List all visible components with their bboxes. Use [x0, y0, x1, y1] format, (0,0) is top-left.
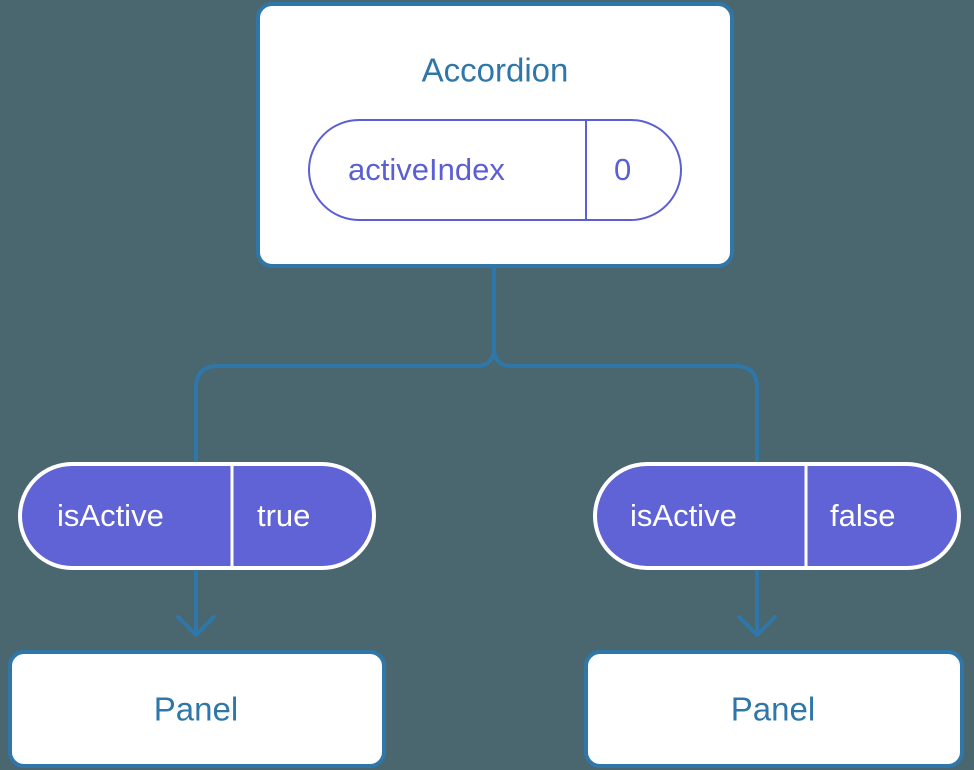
prop-pill-is-active-true-value: true: [257, 498, 310, 533]
prop-pill-active-index-value: 0: [614, 152, 631, 187]
arrow-left-branch-to-panel: [176, 570, 216, 637]
prop-pill-is-active-false-bg: [593, 462, 961, 570]
panel-card-right-bg: [584, 650, 964, 768]
connector-accordion-to-branches: [194, 264, 759, 464]
panel-card-right-title: Panel: [731, 691, 815, 728]
left-branch-group: isActive true Panel: [8, 462, 386, 768]
prop-pill-is-active-false-value: false: [830, 498, 895, 533]
panel-card-right[interactable]: Panel: [584, 650, 964, 768]
accordion-card-title: Accordion: [422, 52, 569, 89]
arrow-right-head: [737, 615, 777, 637]
arrow-right-branch-to-panel: [737, 570, 777, 637]
prop-pill-is-active-false[interactable]: isActive false: [593, 462, 961, 570]
prop-pill-is-active-true-key: isActive: [57, 498, 164, 533]
prop-pill-is-active-true[interactable]: isActive true: [18, 462, 376, 570]
panel-card-left-bg: [8, 650, 386, 768]
right-branch-group: isActive false Panel: [584, 462, 964, 768]
prop-pill-active-index-bg: [308, 119, 682, 221]
accordion-card[interactable]: Accordion activeIndex 0: [256, 2, 734, 268]
panel-card-left[interactable]: Panel: [8, 650, 386, 768]
prop-pill-is-active-false-key: isActive: [630, 498, 737, 533]
prop-pill-is-active-true-bg: [18, 462, 376, 570]
arrow-left-head: [176, 615, 216, 637]
panel-card-left-title: Panel: [154, 691, 238, 728]
connector-group: [194, 264, 759, 464]
prop-pill-active-index[interactable]: activeIndex 0: [308, 119, 682, 221]
prop-pill-active-index-key: activeIndex: [348, 152, 505, 187]
